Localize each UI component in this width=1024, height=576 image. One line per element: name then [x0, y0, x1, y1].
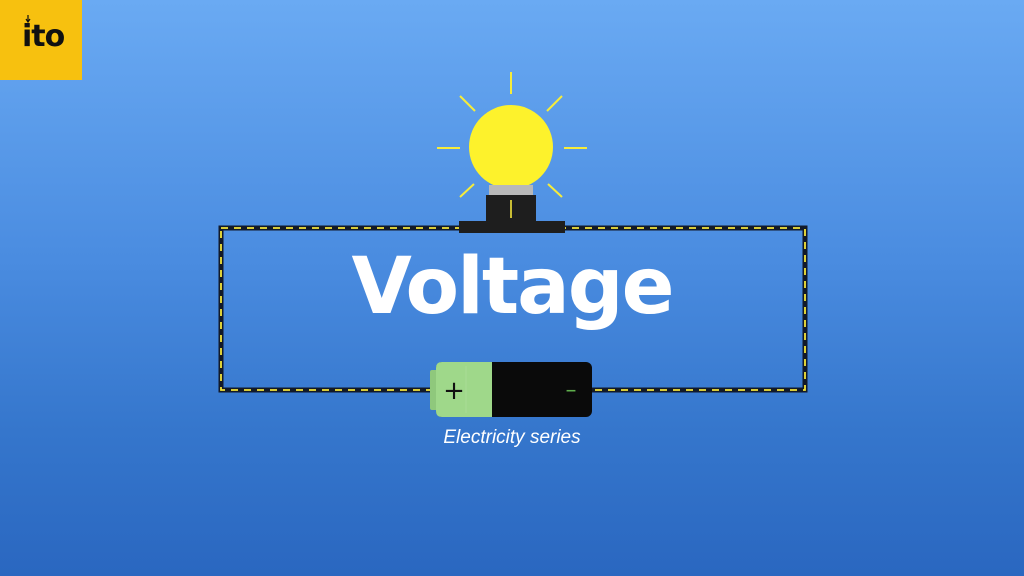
down-arrow-icon [25, 15, 31, 23]
page-title: Voltage [351, 242, 674, 332]
logo-text: ito [22, 19, 65, 54]
ito-logo: ito [0, 0, 82, 80]
light-rays-icon [437, 72, 587, 198]
battery-positive-label: + [443, 376, 465, 406]
battery-icon: + – [430, 362, 592, 417]
light-bulb-icon [459, 105, 565, 233]
battery-negative-label: – [566, 378, 577, 403]
series-subtitle: Electricity series [443, 427, 581, 448]
